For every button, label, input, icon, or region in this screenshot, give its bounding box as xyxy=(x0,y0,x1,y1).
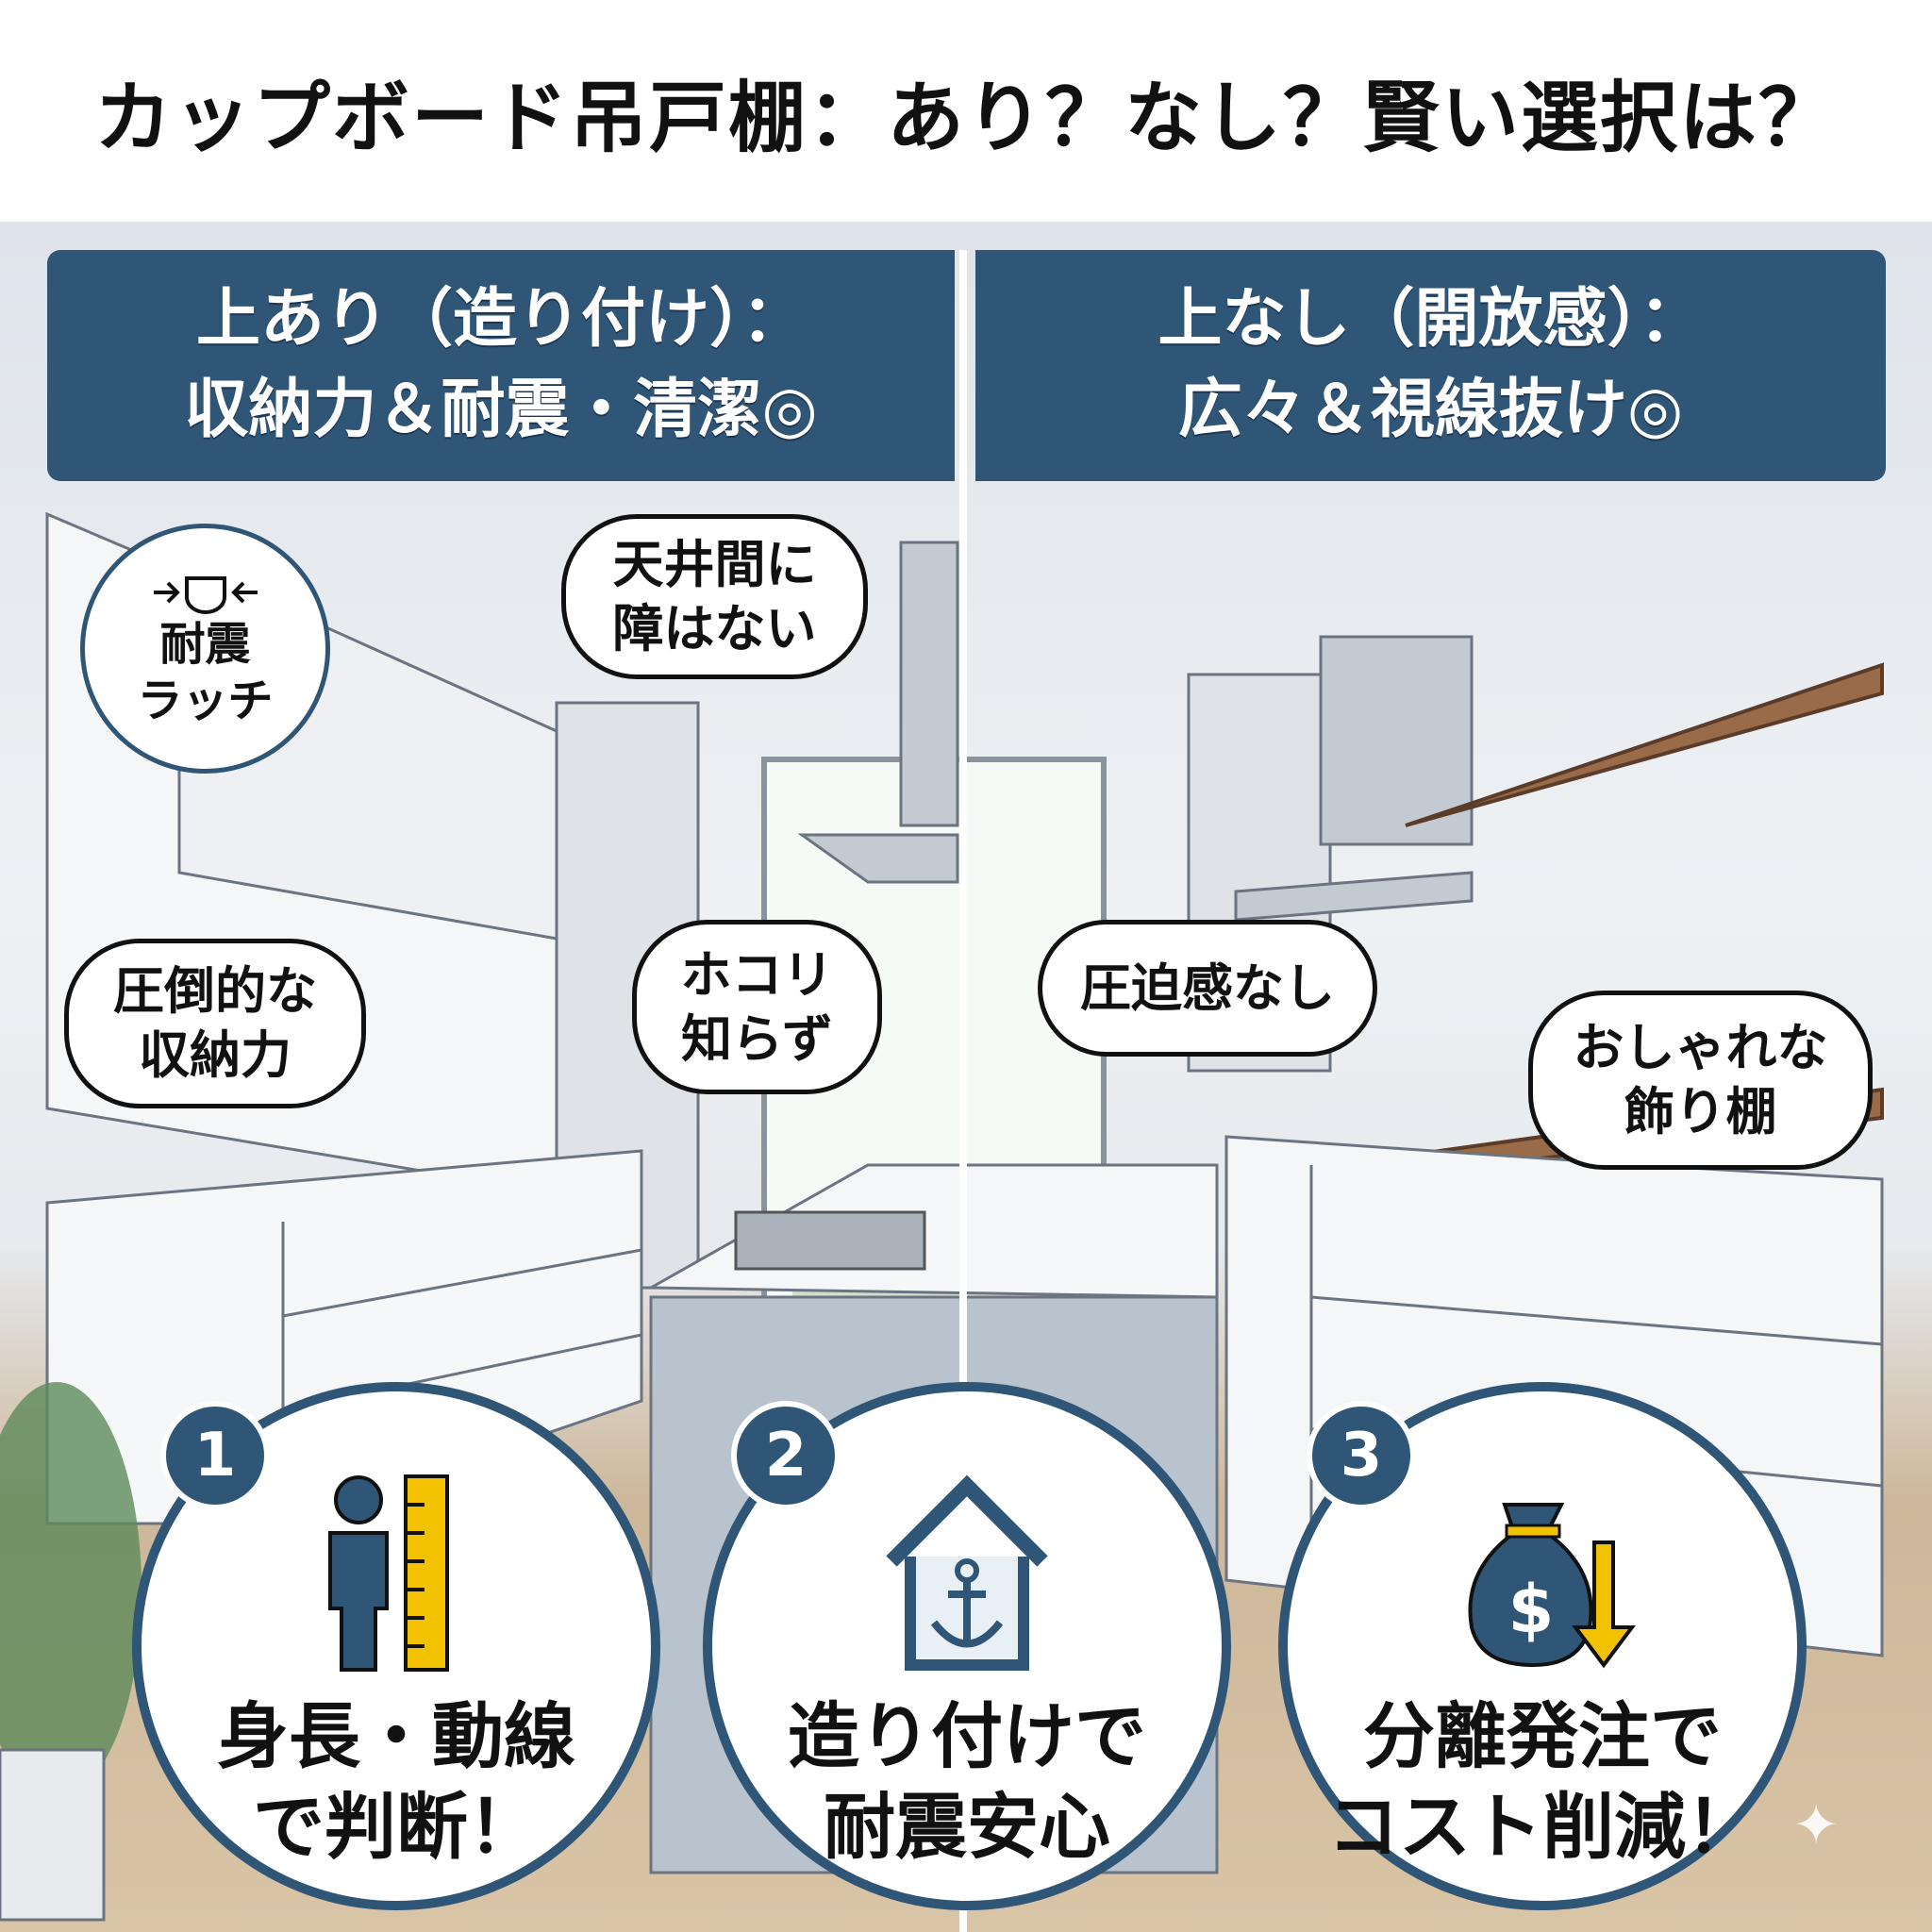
point-2-text: 造り付けで耐震安心 xyxy=(788,1691,1146,1873)
point-1-text: 身長・動線で判断！ xyxy=(217,1691,575,1873)
point-2-line1: 造り付けで xyxy=(788,1694,1146,1778)
left-header-line1: 上あり（造り付け）： xyxy=(195,282,806,357)
point-1-line1: 身長・動線 xyxy=(217,1694,575,1778)
page-title: カップボード吊戸棚：あり？なし？賢い選択は？ xyxy=(0,0,1932,222)
point-card-1: 身長・動線で判断！ xyxy=(132,1382,660,1910)
point-2-line2: 耐震安心 xyxy=(824,1785,1110,1869)
bubble-dust-line1: ホコリ xyxy=(680,944,834,1005)
bubble-ceiling: 天井間に 障はない xyxy=(561,514,868,679)
bubble-dust-line2: 知らず xyxy=(681,1008,833,1069)
bubble-ceiling-line1: 天井間に xyxy=(612,534,817,594)
right-header-without-upper-cabinets: 上なし（開放感）： 広々＆視線抜け◎ xyxy=(975,250,1886,481)
person-ruler-icon xyxy=(328,1474,449,1672)
svg-text:$: $ xyxy=(1508,1571,1555,1648)
left-header-with-upper-cabinets: 上あり（造り付け）： 収納力＆耐震・清潔◎ xyxy=(47,250,955,481)
bubble-dust: ホコリ 知らず xyxy=(632,920,882,1094)
bubble-latch: 耐震 ラッチ xyxy=(80,524,330,774)
bubble-storage-line1: 圧倒的な xyxy=(113,961,317,1021)
bubble-latch-line2: ラッチ xyxy=(137,674,274,727)
point-number-2: 2 xyxy=(731,1401,841,1510)
point-3-line2: コスト削減！ xyxy=(1327,1785,1757,1869)
bubble-no-pressure: 圧迫感なし xyxy=(1038,920,1377,1057)
house-anchor-icon xyxy=(886,1474,1048,1671)
bubble-storage-line2: 収納力 xyxy=(139,1025,291,1085)
bubble-ceiling-line2: 障はない xyxy=(612,598,817,658)
left-header-line2: 収納力＆耐震・清潔◎ xyxy=(184,373,818,447)
center-divider xyxy=(959,250,967,1932)
money-bag-down-icon: $ xyxy=(1468,1503,1636,1669)
latch-icon xyxy=(153,575,258,614)
right-header-line2: 広々＆視線抜け◎ xyxy=(1177,373,1684,447)
bubble-shelf: おしゃれな 飾り棚 xyxy=(1528,991,1873,1170)
point-number-3: 3 xyxy=(1307,1401,1416,1510)
point-3-text: 分離発注でコスト削減！ xyxy=(1327,1691,1757,1873)
bubble-storage: 圧倒的な 収納力 xyxy=(64,939,366,1108)
bubble-shelf-line2: 飾り棚 xyxy=(1624,1082,1777,1141)
bubble-no-pressure-line1: 圧迫感なし xyxy=(1080,958,1335,1018)
point-3-line1: 分離発注で xyxy=(1363,1694,1722,1778)
bubble-shelf-line1: おしゃれな xyxy=(1573,1018,1828,1077)
point-number-1: 1 xyxy=(160,1401,270,1510)
right-header-line1: 上なし（開放感）： xyxy=(1158,282,1704,357)
point-1-line2: で判断！ xyxy=(253,1785,540,1869)
sparkle-icon: ✦ xyxy=(1792,1792,1840,1858)
bubble-latch-line1: 耐震 xyxy=(159,617,251,671)
